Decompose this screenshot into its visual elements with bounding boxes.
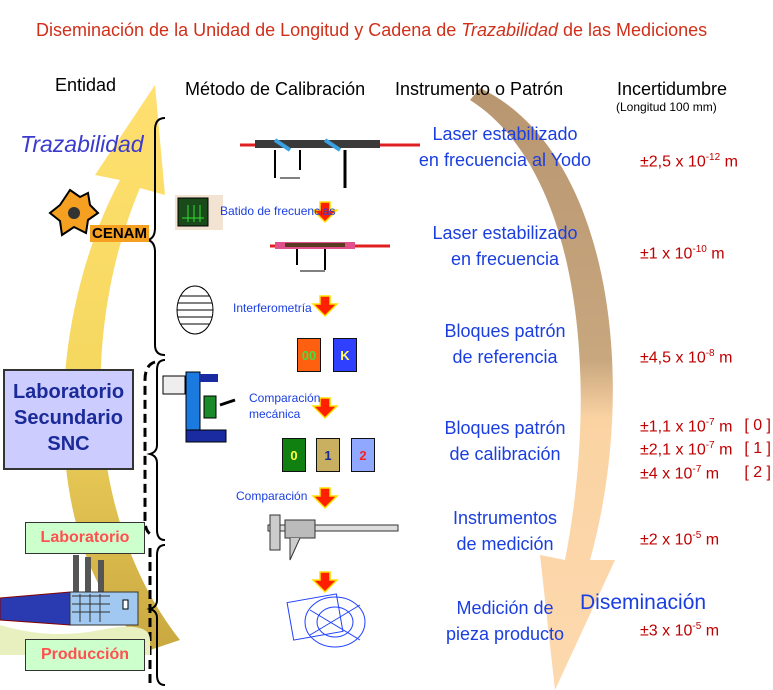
interferogram-icon bbox=[176, 285, 214, 335]
uncertainty-value: ±4 x 10-7 m [ 2 ] bbox=[640, 464, 773, 483]
method-mechanical-line: mecánica bbox=[249, 407, 301, 421]
uncertainty-value: ±2 x 10-5 m bbox=[640, 530, 719, 549]
unc-exp: -7 bbox=[705, 417, 715, 428]
uncertainty-value: ±1,1 x 10-7 m [ 0 ] bbox=[640, 417, 773, 436]
instrument-line: de referencia bbox=[452, 347, 558, 367]
instrument-item: Bloques patrón de calibración bbox=[400, 415, 610, 467]
instrument-item: Bloques patrón de referencia bbox=[400, 318, 610, 370]
instrument-line: de medición bbox=[456, 534, 554, 554]
uncertainty-value: ±1 x 10-10 m bbox=[640, 244, 725, 263]
unc-base: ±1,1 x 10 bbox=[640, 418, 706, 436]
unc-unit: m bbox=[714, 349, 733, 367]
method-interferometry: Interferometría bbox=[233, 301, 312, 315]
method-comparison: Comparación bbox=[236, 489, 308, 503]
instrument-line: Bloques patrón bbox=[444, 418, 566, 438]
stabilized-laser-illustration bbox=[270, 242, 390, 272]
unc-unit: m bbox=[701, 531, 720, 549]
instrument-item: Laser estabilizado en frecuencia bbox=[400, 220, 610, 272]
unc-unit: m bbox=[714, 418, 733, 436]
secondary-lab-line: SNC bbox=[47, 433, 90, 455]
instrument-line: Laser estabilizado bbox=[432, 223, 578, 243]
instrument-line: Instrumentos bbox=[452, 508, 558, 528]
secondary-lab-line: Secundario bbox=[14, 407, 123, 429]
unc-unit: m bbox=[720, 153, 738, 171]
gauge-block: K bbox=[333, 338, 357, 372]
secondary-lab-line: Laboratorio bbox=[12, 381, 125, 403]
uncertainty-value: ±4,5 x 10-8 m bbox=[640, 348, 732, 367]
instrument-item: Instrumentos de medición bbox=[400, 505, 610, 557]
gauge-block: 1 bbox=[316, 438, 340, 472]
unc-exp: -5 bbox=[692, 530, 702, 541]
uncertainty-value: ±2,1 x 10-7 m [ 1 ] bbox=[640, 440, 773, 459]
unc-base: ±2,1 x 10 bbox=[640, 441, 706, 459]
unc-tag: [ 2 ] bbox=[744, 464, 771, 481]
header-uncertainty: Incertidumbre bbox=[617, 79, 728, 99]
workpiece-illustration bbox=[286, 593, 366, 648]
unc-base: ±4 x 10 bbox=[640, 465, 693, 483]
instrument-line: de calibración bbox=[449, 444, 561, 464]
traceability-label: Trazabilidad bbox=[20, 131, 144, 157]
unc-base: ±3 x 10 bbox=[640, 622, 693, 640]
cenam-logo: CENAM bbox=[48, 185, 149, 245]
iodine-laser-illustration bbox=[240, 138, 420, 188]
unc-unit: m bbox=[701, 622, 720, 640]
uncertainty-note: (Longitud 100 mm) bbox=[616, 100, 717, 114]
production-box: Producción bbox=[25, 639, 145, 671]
unc-exp: -10 bbox=[692, 244, 707, 255]
dashed-secondary bbox=[143, 360, 156, 537]
secondary-lab-box: Laboratorio Secundario SNC bbox=[3, 369, 134, 470]
page-title: Diseminación de la Unidad de Longitud y … bbox=[36, 20, 707, 41]
brace-secondary bbox=[146, 359, 166, 541]
gauge-block: 2 bbox=[351, 438, 375, 472]
unc-base: ±2,5 x 10 bbox=[640, 153, 706, 171]
unc-tag: [ 1 ] bbox=[744, 440, 771, 457]
title-text-end: de las Mediciones bbox=[558, 20, 708, 40]
header-instrument: Instrumento o Patrón bbox=[395, 79, 564, 99]
instrument-line: en frecuencia bbox=[450, 249, 560, 269]
unc-unit: m bbox=[714, 441, 733, 459]
traceability-arrow bbox=[63, 85, 180, 650]
dissemination-label: Diseminación bbox=[580, 591, 707, 614]
caliper-illustration bbox=[267, 514, 399, 561]
gauge-block: 00 bbox=[297, 338, 321, 372]
method-mechanical-line: Comparación bbox=[249, 391, 321, 405]
unc-exp: -12 bbox=[705, 152, 721, 163]
dissemination-arrow bbox=[470, 88, 615, 690]
instrument-line: Laser estabilizado bbox=[432, 124, 578, 144]
lab-box: Laboratorio bbox=[25, 522, 145, 554]
instrument-item: Laser estabilizado en frecuencia al Yodo bbox=[400, 121, 610, 173]
uncertainty-value: ±3 x 10-5 m bbox=[640, 621, 719, 640]
unc-tag: [ 0 ] bbox=[744, 417, 771, 434]
header-method: Método de Calibración bbox=[185, 79, 366, 99]
uncertainty-value: ±2,5 x 10-12 m bbox=[640, 152, 738, 171]
title-text: Diseminación de la Unidad de Longitud y … bbox=[36, 20, 462, 40]
unc-exp: -7 bbox=[705, 440, 715, 451]
unc-base: ±4,5 x 10 bbox=[640, 349, 706, 367]
unc-exp: -5 bbox=[692, 621, 702, 632]
red-arrows bbox=[311, 201, 339, 594]
title-italic: Trazabilidad bbox=[461, 20, 559, 40]
instrument-line: en frecuencia al Yodo bbox=[418, 150, 592, 170]
unc-unit: m bbox=[701, 465, 720, 483]
header-entity: Entidad bbox=[55, 75, 117, 95]
instrument-item: Medición de pieza producto bbox=[400, 595, 610, 647]
gauge-block: 0 bbox=[282, 438, 306, 472]
unc-exp: -7 bbox=[692, 464, 702, 475]
oscilloscope-icon bbox=[175, 195, 223, 230]
unc-base: ±2 x 10 bbox=[640, 531, 693, 549]
instrument-line: Medición de bbox=[456, 598, 554, 618]
method-mechanical: Comparación mecánica bbox=[249, 390, 320, 422]
instrument-line: Bloques patrón bbox=[444, 321, 566, 341]
unc-base: ±1 x 10 bbox=[640, 245, 693, 263]
unc-exp: -8 bbox=[705, 348, 715, 359]
unc-unit: m bbox=[706, 245, 725, 263]
instrument-line: pieza producto bbox=[445, 624, 565, 644]
comparator-illustration bbox=[162, 371, 236, 443]
method-beat: Batido de frecuencias bbox=[220, 204, 336, 218]
